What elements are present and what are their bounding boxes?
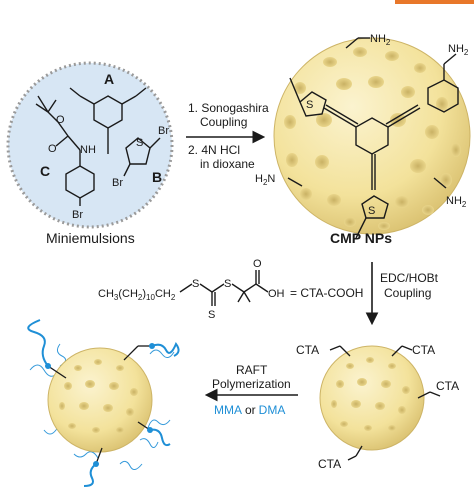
- label-miniemulsions: Miniemulsions: [46, 230, 135, 246]
- label-br-b1: Br: [158, 125, 169, 137]
- label-b: B: [152, 169, 162, 185]
- cta-o: O: [253, 258, 262, 270]
- cta-particle: [319, 345, 441, 461]
- cta-label-r: CTA: [436, 379, 459, 393]
- particle-pores: [284, 47, 461, 230]
- label-a: A: [104, 71, 114, 87]
- label-s-thiophene2: S: [368, 205, 375, 217]
- cta-s3: S: [208, 309, 215, 321]
- cta-structure: [179, 270, 269, 306]
- cta-label-bl: CTA: [318, 457, 341, 471]
- cmp-nanoparticle: S S NH2 NH2 H2N NH2: [255, 33, 471, 239]
- label-nh2-right: NH2: [448, 43, 469, 57]
- step2-line1: EDC/HOBt: [380, 271, 439, 285]
- accent-bar: [395, 0, 474, 4]
- step3-line1: RAFT: [236, 363, 268, 377]
- step1-line3: 2. 4N HCl: [188, 143, 240, 157]
- monomer-b-structure: [123, 137, 161, 177]
- cta-label-tr: CTA: [412, 343, 435, 357]
- label-s-b: S: [136, 137, 143, 149]
- cta-chain: CH3(CH2)10CH2: [98, 288, 176, 302]
- step3-line2: Polymerization: [212, 377, 291, 391]
- label-nh: NH: [80, 144, 96, 156]
- label-cmp-nps: CMP NPs: [330, 230, 392, 246]
- cta-equals: = CTA-COOH: [290, 286, 363, 300]
- label-c: C: [40, 163, 50, 179]
- label-nh2-bottomright: NH2: [446, 195, 467, 209]
- monomer-a-structure: [69, 87, 147, 154]
- label-nh2-left: H2N: [255, 173, 275, 187]
- cta-s2: S: [224, 278, 231, 290]
- step1-line1: 1. Sonogashira: [188, 101, 269, 115]
- label-s-thiophene1: S: [306, 99, 313, 111]
- label-o-ester: O: [56, 114, 65, 126]
- label-o-carbonyl: O: [48, 143, 57, 155]
- label-br-b2: Br: [112, 177, 123, 189]
- label-br-c: Br: [72, 209, 83, 221]
- cta-label-tl: CTA: [296, 343, 319, 357]
- step1-line4: in dioxane: [200, 157, 255, 171]
- label-nh2-top: NH2: [370, 33, 391, 47]
- cmp-framework: [287, 37, 459, 239]
- polymer-grafted-particle: [27, 319, 180, 487]
- cta-oh: OH: [268, 288, 285, 300]
- miniemulsion-droplet: A O O NH Br C S Br Br B: [6, 61, 174, 229]
- step2-line2: Coupling: [384, 286, 431, 300]
- step1-line2: Coupling: [200, 115, 247, 129]
- cta-s1: S: [192, 278, 199, 290]
- monomer-c-structure: [35, 95, 95, 206]
